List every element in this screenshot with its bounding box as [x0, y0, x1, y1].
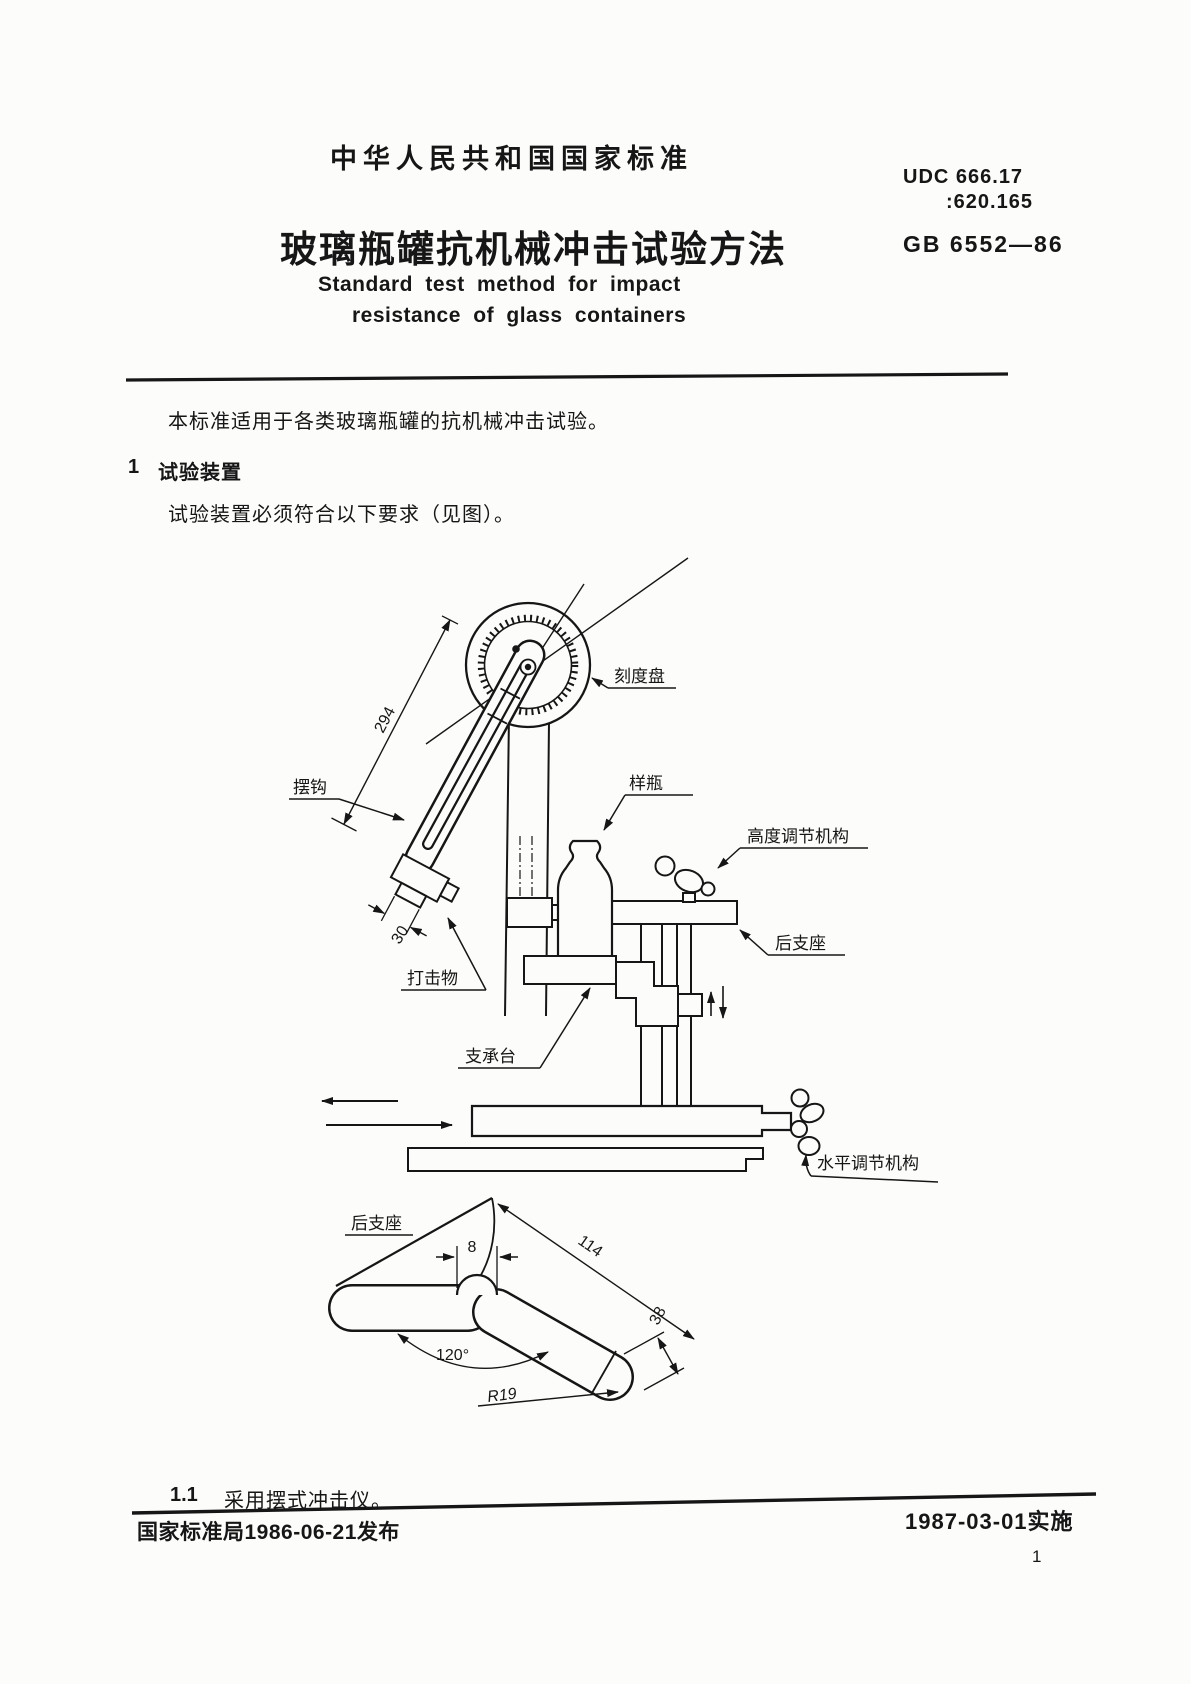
base-slab	[470, 1104, 793, 1138]
label-level-adjuster: 水平调节机构	[817, 1154, 919, 1173]
section-1-number: 1	[128, 456, 140, 478]
footer-effective-line: 1987-03-01实施	[905, 1509, 1074, 1534]
striker-head: 30	[367, 852, 461, 947]
scope-paragraph: 本标准适用于各类玻璃瓶罐的抗机械冲击试验。	[168, 411, 609, 433]
footer-issued-line: 国家标准局1986-06-21发布	[137, 1521, 400, 1544]
figure-upper-labels: 刻度盘 摆钩 样瓶 高度调节机构 后支座 打击物 支承台 水平调节机构	[289, 667, 939, 1183]
label-rear-support: 后支座	[775, 934, 826, 953]
label-pendulum-hook: 摆钩	[293, 778, 327, 797]
section-1-paragraph: 试验装置必须符合以下要求（见图）。	[168, 504, 515, 526]
udc-code-line1: UDC 666.17	[903, 166, 1024, 188]
figure-upper-apparatus: 30 294	[321, 557, 825, 1172]
dim-striker-width: 30	[388, 923, 412, 947]
standard-org-line: 中华人民共和国国家标准	[330, 144, 693, 174]
dim-arm-length: 294	[372, 704, 400, 736]
header-rule	[125, 372, 1009, 382]
dim-detail-radius: R19	[486, 1386, 517, 1406]
label-support-table: 支承台	[465, 1047, 516, 1066]
label-rear-support-detail: 后支座	[351, 1214, 402, 1233]
page-number: 1	[1032, 1547, 1042, 1566]
ground-plate	[407, 1147, 764, 1172]
dim-detail-height: 38	[647, 1304, 670, 1328]
page-title-en-line2: resistance of glass containers	[352, 304, 687, 327]
sample-bottle	[556, 839, 614, 959]
label-height-adjuster: 高度调节机构	[747, 827, 849, 846]
level-adjuster-knob	[790, 1088, 825, 1156]
standard-number: GB 6552—86	[903, 231, 1064, 257]
clause-1-1-paragraph: 采用摆式冲击仪。	[224, 1490, 392, 1512]
dim-detail-angle: 120°	[436, 1347, 469, 1364]
section-1-heading: 试验装置	[158, 462, 242, 484]
footer-rule	[131, 1492, 1097, 1515]
dim-detail-gap: 8	[468, 1239, 477, 1256]
dial-teeth	[477, 614, 579, 716]
udc-code-line2: :620.165	[946, 191, 1033, 213]
detail-saddle	[455, 1273, 499, 1296]
height-adjuster-knob	[654, 855, 716, 903]
figure-lower-detail: 8 114 38 120° R19 后支座	[328, 1197, 695, 1407]
clause-1-1-number: 1.1	[170, 1484, 198, 1506]
label-striker: 打击物	[407, 969, 458, 988]
label-sample-bottle: 样瓶	[629, 774, 663, 793]
page-title-cn: 玻璃瓶罐抗机械冲击试验方法	[280, 229, 787, 270]
label-dial: 刻度盘	[614, 667, 665, 686]
support-table	[523, 955, 617, 985]
dim-detail-length: 114	[575, 1232, 606, 1261]
page-title-en-line1: Standard test method for impact	[318, 273, 681, 296]
